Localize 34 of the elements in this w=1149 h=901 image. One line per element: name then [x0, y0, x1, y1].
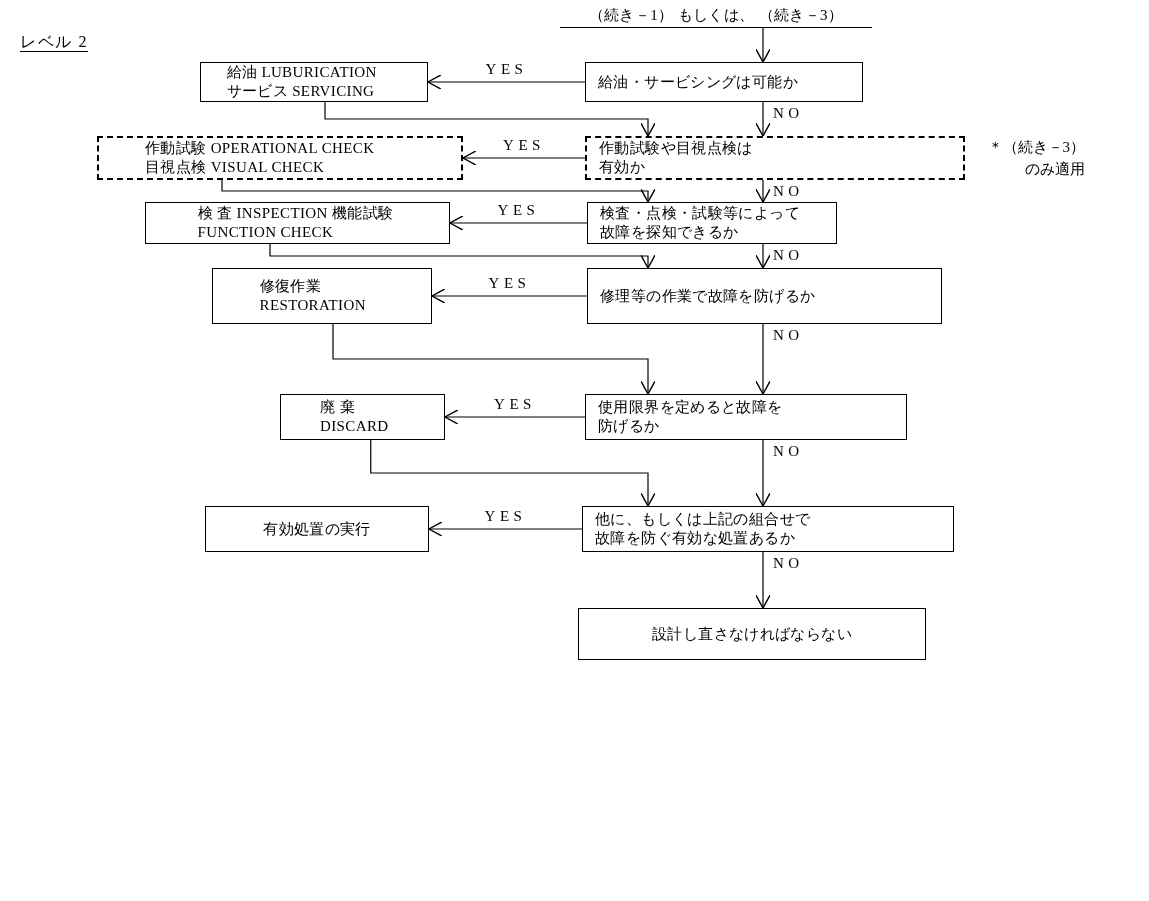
- process-box: 検 査 INSPECTION 機能試験 FUNCTION CHECK: [145, 202, 450, 244]
- arrow: [755, 101, 771, 137]
- arrow: [755, 27, 771, 63]
- arrow: [755, 323, 771, 395]
- decision-box: 使用限界を定めると故障を防げるか: [585, 394, 907, 440]
- process-box: 修復作業 RESTORATION: [212, 268, 432, 324]
- arrow: [221, 179, 656, 203]
- arrow: [755, 439, 771, 507]
- decision-box: 給油・サービシングは可能か: [585, 62, 863, 102]
- decision-box: 他に、もしくは上記の組合せで故障を防ぐ有効な処置あるか: [582, 506, 954, 552]
- arrow: [462, 150, 586, 166]
- arrow: [269, 243, 656, 269]
- process-box: 廃 棄 DISCARD: [280, 394, 445, 440]
- decision-box: 修理等の作業で故障を防げるか: [587, 268, 942, 324]
- arrow: [444, 409, 586, 425]
- arrow: [431, 288, 588, 304]
- decision-box: 検査・点検・試験等によって故障を探知できるか: [587, 202, 837, 244]
- arrow: [755, 551, 771, 609]
- process-box: 有効処置の実行: [205, 506, 429, 552]
- arrow: [449, 215, 588, 231]
- process-box: 作動試験 OPERATIONAL CHECK 目視点検 VISUAL CHECK: [97, 136, 463, 180]
- decision-box: 作動試験や目視点検は有効か: [585, 136, 965, 180]
- arrow: [427, 74, 586, 90]
- arrow: [755, 243, 771, 269]
- level-heading: レベル 2: [20, 32, 88, 52]
- arrow: [428, 521, 583, 537]
- note-text: ＊（続き－3）のみ適用: [986, 138, 1085, 179]
- process-box: 給油 LUBURICATION サービス SERVICING: [200, 62, 428, 102]
- arrow: [332, 323, 656, 395]
- arrow: [370, 439, 656, 507]
- arrow: [324, 101, 656, 137]
- continuation-text: （続き－1） もしくは、 （続き－3）: [560, 4, 872, 28]
- terminal-box: 設計し直さなければならない: [578, 608, 926, 660]
- arrow: [755, 179, 771, 203]
